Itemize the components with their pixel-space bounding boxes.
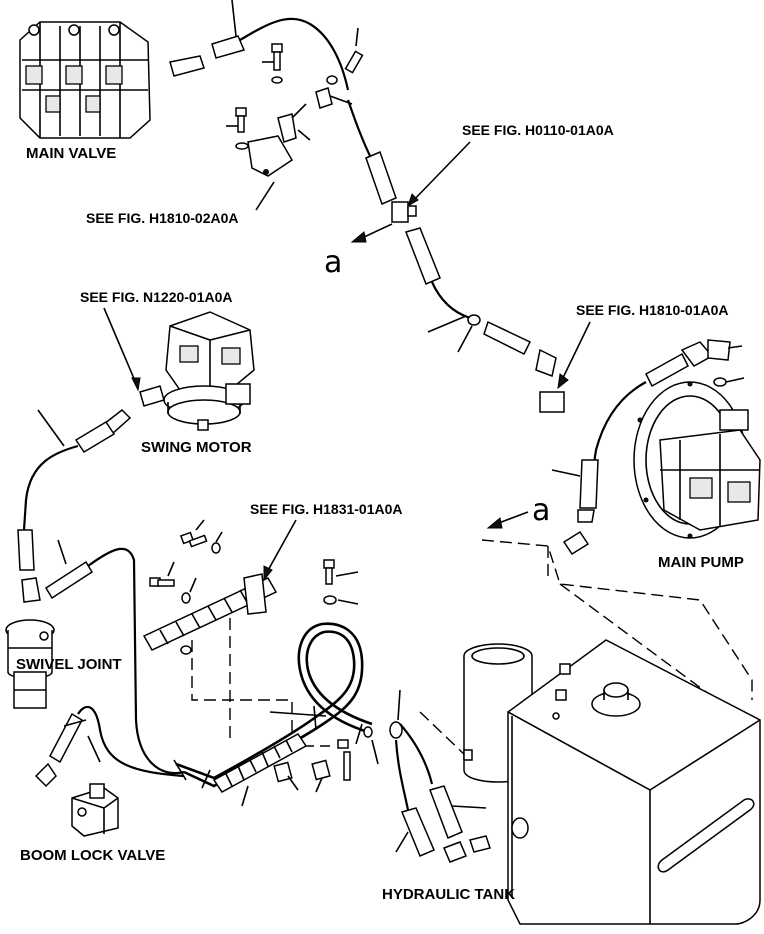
main-pump-drawing <box>633 381 761 539</box>
center-fittings <box>273 559 403 793</box>
bolts-mid <box>149 519 223 604</box>
bracket-assembly <box>226 43 311 177</box>
ref-h1810-01-leader <box>559 321 591 385</box>
marker-a-upper: a <box>324 245 342 280</box>
swivel-hose <box>44 539 185 775</box>
swivel-joint-label: SWIVEL JOINT <box>16 656 122 673</box>
ref-h1810-02-leader <box>255 181 275 211</box>
ref-n1220-label: SEE FIG. N1220-01A0A <box>80 289 233 305</box>
tank-hoses <box>394 723 491 863</box>
spiral-guard-upper <box>142 573 278 655</box>
ref-h0110-leader <box>407 141 471 207</box>
marker-a-lower: a <box>532 493 550 528</box>
tee-lower-hose <box>405 227 557 378</box>
swing-motor-label: SWING MOTOR <box>141 439 252 456</box>
swivel-joint-drawing <box>5 619 55 709</box>
pump-hose <box>551 339 745 556</box>
ref-h1810-01-label: SEE FIG. H1810-01A0A <box>576 302 729 318</box>
adapter-block <box>539 391 565 413</box>
swing-motor-drawing <box>139 311 255 431</box>
marker-a-lower-arrow <box>495 511 529 525</box>
boom-lock-valve-drawing <box>71 783 119 837</box>
tee-fitting <box>350 201 417 243</box>
ref-n1220-leader <box>103 307 139 389</box>
hydraulic-tank-label: HYDRAULIC TANK <box>382 886 515 903</box>
hydraulic-tank-drawing <box>463 639 761 925</box>
main-valve-label: MAIN VALVE <box>26 145 116 162</box>
ref-h1831-label: SEE FIG. H1831-01A0A <box>250 501 403 517</box>
ref-h1810-02-label: SEE FIG. H1810-02A0A <box>86 210 239 226</box>
ref-h1831-leader <box>265 519 297 575</box>
swing-motor-hose <box>17 409 132 603</box>
central-hose-loop <box>173 622 373 807</box>
boom-lock-valve-label: BOOM LOCK VALVE <box>20 847 165 864</box>
ref-h0110-label: SEE FIG. H0110-01A0A <box>462 122 614 138</box>
main-valve-drawing <box>19 21 205 139</box>
upper-hose <box>211 0 397 206</box>
main-pump-label: MAIN PUMP <box>658 554 744 571</box>
boom-lock-hose <box>34 705 185 788</box>
